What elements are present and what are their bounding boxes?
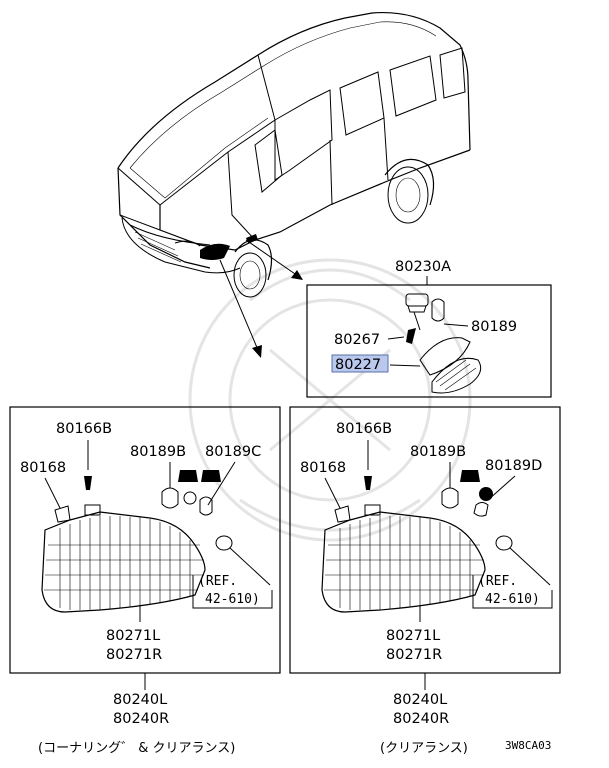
- right-assembly-l: 80240L: [393, 692, 447, 708]
- left-assembly-l: 80240L: [113, 692, 167, 708]
- screw-icon: [84, 440, 92, 490]
- bulb-icon: [441, 462, 480, 509]
- left-ref-line2: 42-610): [205, 592, 260, 607]
- right-ref-line2: 42-610): [485, 592, 540, 607]
- grommet-icon: [215, 535, 271, 586]
- socket-icon: [473, 475, 516, 517]
- part-label-80230a: 80230A: [395, 259, 451, 275]
- figure-code: 3W8CA03: [505, 739, 551, 752]
- right-label-80168: 80168: [300, 460, 346, 476]
- clip-icon: [406, 328, 416, 344]
- highlight-80227[interactable]: [331, 354, 389, 373]
- left-label-80271r: 80271R: [106, 647, 162, 663]
- bulb-icon: [161, 462, 197, 509]
- right-ref-line1: (REF.: [478, 574, 517, 589]
- side-marker-lens-icon: [419, 337, 482, 394]
- part-label-80227[interactable]: 80227: [335, 357, 381, 373]
- part-label-80267: 80267: [334, 332, 380, 348]
- left-label-80168: 80168: [20, 460, 66, 476]
- screw-icon: [364, 440, 372, 490]
- corner-lamp-icon: [41, 504, 206, 613]
- top-assembly-group: 80230A 80189 80267 80227: [306, 259, 552, 398]
- watermark: [188, 258, 472, 542]
- right-assembly-r: 80240R: [393, 711, 449, 727]
- left-label-80271l: 80271L: [106, 628, 160, 644]
- clearance-lamp-icon: [321, 504, 486, 613]
- right-label-80189d: 80189D: [485, 458, 542, 474]
- socket-icon: [178, 461, 236, 516]
- left-panel: 80166B 80168 80189B 80189C: [9, 406, 281, 756]
- right-label-80189b: 80189B: [410, 444, 466, 460]
- right-label-80271r: 80271R: [386, 647, 442, 663]
- clip-icon: [44, 477, 71, 523]
- right-label-80271l: 80271L: [386, 628, 440, 644]
- left-label-80166b: 80166B: [56, 421, 112, 437]
- left-label-80189b: 80189B: [130, 444, 186, 460]
- van-illustration: [117, 11, 471, 358]
- right-label-80166b: 80166B: [336, 421, 392, 437]
- bulb-socket-icon: [405, 293, 445, 331]
- left-assembly-r: 80240R: [113, 711, 169, 727]
- left-caption: (コーナリング゛ & クリアランス): [38, 741, 235, 756]
- left-label-80189c: 80189C: [205, 444, 261, 460]
- top-assembly-box: [306, 284, 552, 398]
- left-ref-line1: (REF.: [198, 574, 237, 589]
- part-label-80189: 80189: [471, 319, 517, 335]
- grommet-icon: [495, 535, 551, 586]
- right-caption: (クリアランス): [380, 741, 468, 756]
- right-panel: 80166B 80168 80189B 80189D: [289, 406, 561, 756]
